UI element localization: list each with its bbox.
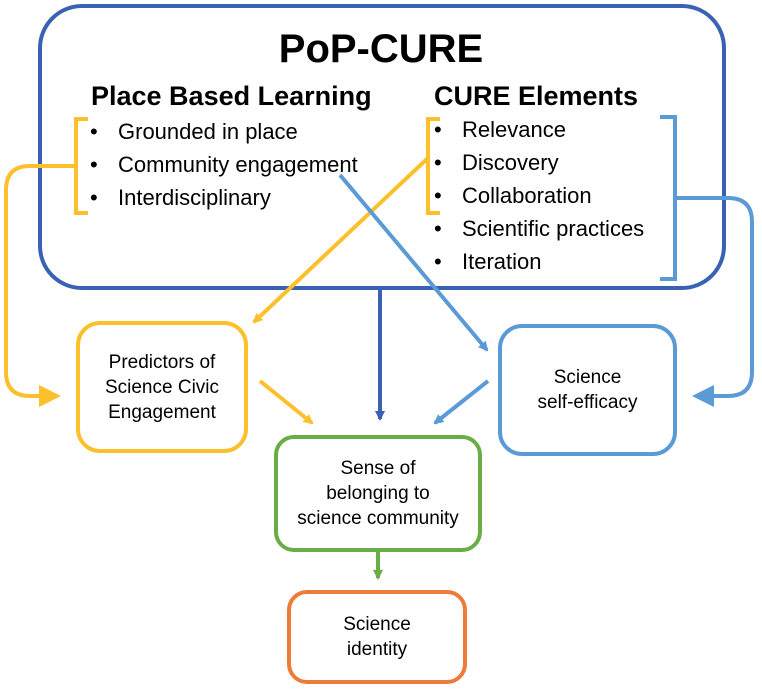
arrow-efficacy-to-belonging <box>433 379 490 425</box>
belonging-label: Sense of belonging to science community <box>278 439 478 548</box>
list-item: Relevance <box>432 113 644 146</box>
civic-line-1: Predictors of <box>108 351 216 373</box>
self-efficacy-label: Science self-efficacy <box>502 328 673 452</box>
belonging-line-1: Sense of <box>340 458 416 479</box>
cure-list: Relevance Discovery Collaboration Scient… <box>432 113 644 278</box>
belonging-line-3: science community <box>297 508 459 529</box>
arrow-civic-to-belonging <box>258 379 314 425</box>
arrow-cure-to-efficacy <box>675 196 754 407</box>
civic-engagement-label: Predictors of Science Civic Engagement <box>80 325 244 449</box>
belonging-box <box>274 435 482 552</box>
arrow-community-to-efficacy <box>338 173 489 352</box>
identity-box <box>287 590 467 684</box>
pop-cure-box <box>38 4 726 290</box>
place-based-bracket <box>74 117 88 215</box>
diagram-title: PoP-CURE <box>278 27 484 71</box>
list-item: Scientific practices <box>432 212 644 245</box>
belonging-line-2: belonging to <box>326 483 430 504</box>
identity-line-2: identity <box>346 639 408 660</box>
cure-heading: CURE Elements <box>434 81 639 111</box>
efficacy-line-1: Science <box>553 367 622 388</box>
list-item: Iteration <box>432 245 644 278</box>
place-based-heading: Place Based Learning <box>91 81 372 111</box>
arrow-cure-to-civic <box>252 156 430 324</box>
list-item: Grounded in place <box>88 115 358 148</box>
list-item: Community engagement <box>88 148 358 181</box>
list-item: Discovery <box>432 146 644 179</box>
place-based-list: Grounded in place Community engagement I… <box>88 115 358 214</box>
list-item: Collaboration <box>432 179 644 212</box>
civic-line-2: Science Civic <box>104 376 220 398</box>
arrow-place-to-civic <box>4 164 76 407</box>
cure-long-bracket <box>660 115 677 281</box>
civic-engagement-box <box>76 321 248 453</box>
identity-line-1: Science <box>343 614 411 635</box>
identity-label: Science identity <box>291 594 463 680</box>
civic-line-3: Engagement <box>108 401 216 423</box>
list-item: Interdisciplinary <box>88 181 358 214</box>
efficacy-line-2: self-efficacy <box>537 392 638 413</box>
self-efficacy-box <box>498 324 677 456</box>
